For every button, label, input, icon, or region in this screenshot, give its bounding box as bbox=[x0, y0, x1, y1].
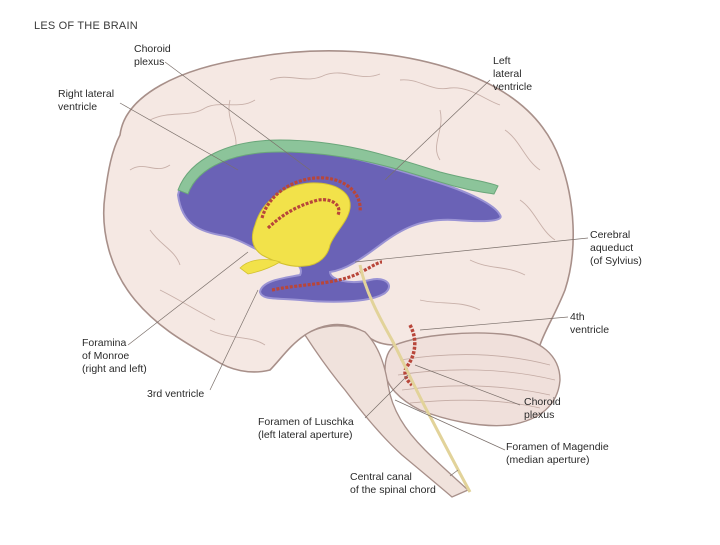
label-third-ventricle: 3rd ventricle bbox=[147, 388, 204, 401]
label-choroid-plexus-bottom: Choroid plexus bbox=[524, 396, 561, 422]
label-choroid-plexus-top: Choroid plexus bbox=[134, 43, 171, 69]
label-cerebral-aqueduct: Cerebral aqueduct (of Sylvius) bbox=[590, 229, 642, 268]
label-foramina-of-monroe: Foramina of Monroe (right and left) bbox=[82, 337, 147, 376]
label-central-canal: Central canal of the spinal chord bbox=[350, 471, 436, 497]
label-fourth-ventricle: 4th ventricle bbox=[570, 311, 609, 337]
label-left-lateral-ventricle: Left lateral ventricle bbox=[493, 55, 532, 94]
label-foramen-of-magendie: Foramen of Magendie (median aperture) bbox=[506, 441, 609, 467]
label-right-lateral-ventricle: Right lateral ventricle bbox=[58, 88, 114, 114]
diagram-title: LES OF THE BRAIN bbox=[34, 20, 138, 32]
label-foramen-of-luschka: Foramen of Luschka (left lateral apertur… bbox=[258, 416, 354, 442]
